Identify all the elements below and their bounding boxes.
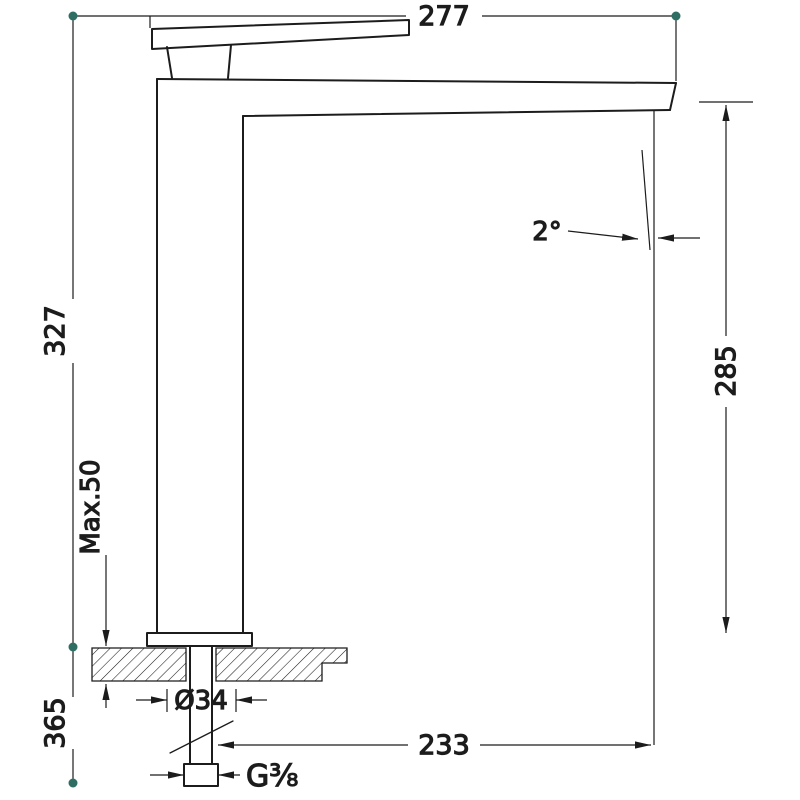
- dimension-top-width: 277: [73, 0, 677, 81]
- thread-label: G⅜: [246, 759, 298, 794]
- counter-section: [91, 647, 348, 682]
- dimension-below-counter: 365: [39, 650, 74, 781]
- handle-neck-left-edge: [166, 46, 173, 79]
- dimension-angle: 2°: [532, 111, 700, 745]
- faucet-handle: [151, 19, 410, 50]
- shank-break-line: [169, 720, 234, 754]
- dimension-total-height: 327: [39, 16, 74, 646]
- dimension-hole-diameter: Ø34: [136, 685, 267, 717]
- dimension-endpoint-dot: [68, 11, 78, 21]
- dimension-spout-height: 285: [699, 101, 753, 633]
- max-thickness-label: Max.50: [76, 459, 106, 554]
- dimension-max-thickness: Max.50: [75, 459, 110, 708]
- below-counter-label: 365: [40, 697, 71, 749]
- dimension-thread: G⅜: [150, 758, 299, 795]
- base-flange: [146, 632, 253, 647]
- faucet-body: [146, 19, 677, 647]
- angle-label: 2°: [532, 217, 562, 247]
- handle-neck-right-edge: [227, 44, 232, 79]
- total-height-label: 327: [40, 305, 71, 357]
- spout-top-edge: [156, 78, 677, 84]
- mounting-shank: [169, 645, 234, 787]
- thread-nut: [183, 763, 219, 787]
- dimension-reach: 233: [218, 729, 651, 762]
- dimension-endpoint-dot: [68, 778, 78, 788]
- hole-diameter-label: Ø34: [174, 686, 228, 716]
- spout-height-label: 285: [711, 345, 742, 397]
- spout-tip-edge: [669, 82, 677, 111]
- dimension-endpoint-dots: [68, 11, 681, 788]
- dimension-endpoint-dot: [68, 642, 78, 652]
- tilted-edge-line: [641, 149, 651, 251]
- dimension-endpoint-dot: [671, 11, 681, 21]
- reach-label: 233: [418, 730, 470, 761]
- counter-left-slab: [91, 647, 187, 682]
- counter-right-slab: [215, 647, 348, 682]
- top-width-label: 277: [418, 1, 470, 32]
- spout-underside: [242, 109, 671, 117]
